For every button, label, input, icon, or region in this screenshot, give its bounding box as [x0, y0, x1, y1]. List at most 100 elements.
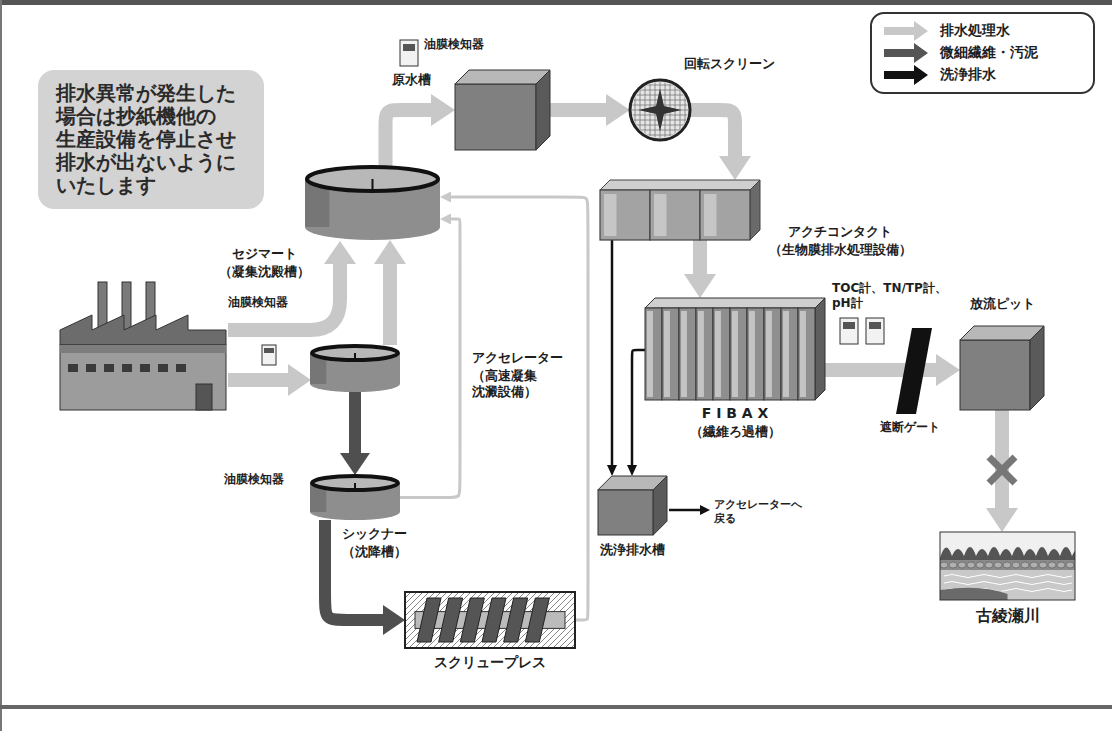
press-flight: [482, 598, 506, 642]
wave: [944, 582, 1072, 585]
tank-rim: [312, 476, 398, 490]
bottom-rule: [0, 705, 1112, 709]
filter-panel: [798, 308, 815, 400]
cube-front: [455, 84, 536, 150]
bank-stone: [1066, 562, 1074, 568]
bank-stone: [1057, 562, 1065, 568]
node-label: （高速凝集 沈澱設備）: [472, 368, 554, 401]
water-quality-meter: [869, 322, 881, 329]
bank-stone: [985, 562, 993, 568]
legend-box: 排水処理水微細繊維・汚泥洗浄排水: [870, 12, 1095, 94]
node-label: 洗浄排水槽: [592, 542, 672, 558]
filter-panel: [781, 308, 798, 400]
wave: [944, 575, 1072, 578]
node-label: 回転スクリーン: [684, 56, 794, 72]
legend-text: 微細繊維・汚泥: [940, 44, 1038, 62]
unit-panel: [700, 190, 750, 240]
discharge-pit: 放流ピット: [960, 326, 1044, 410]
settling-tank-shape: [305, 166, 440, 240]
bank-stone: [949, 562, 957, 568]
factory-illustration: [176, 364, 186, 372]
cube-side: [653, 476, 667, 535]
screw-press: スクリュープレス: [405, 592, 575, 648]
water-quality-meter: [866, 318, 884, 344]
factory-outflow-arrow: [324, 241, 356, 264]
filter-light: [698, 311, 704, 397]
oil-film-detector: [264, 348, 274, 353]
screen-hub: [638, 88, 681, 131]
cube-front: [960, 340, 1030, 410]
return-arrow: [700, 505, 710, 515]
notice-text: 排水異常が発生した 場合は抄紙機他の 生産設備を停止させ 排水が出ないように い…: [56, 82, 246, 197]
screen-rim: [630, 80, 690, 140]
press-frame: [405, 592, 575, 648]
river-picture: 古綾瀬川: [940, 532, 1075, 600]
node-label: （生物膜排水処理設備）: [765, 242, 915, 258]
factory-outflow-arrow: [228, 373, 288, 387]
legend-arrow: [884, 43, 928, 63]
blocked-mark: [989, 457, 1015, 483]
node-label: （凝集沈殿槽）: [214, 264, 314, 280]
discharge-pit-shape: [960, 326, 1044, 410]
near-bank: [940, 588, 1008, 600]
filter-panel: [730, 308, 747, 400]
factory-illustration: [104, 364, 114, 372]
unit-top: [600, 180, 760, 190]
node-label: スクリュープレス: [405, 654, 575, 672]
water-quality-meter: [840, 318, 884, 344]
node-label: 放流ピット: [950, 296, 1054, 312]
fiber-filter-shape: [645, 298, 825, 400]
press-flight: [417, 598, 441, 642]
rotary-screen-shape: [630, 80, 690, 140]
treated-water-arrow: [693, 240, 707, 274]
filter-panel: [713, 308, 730, 400]
screen-drum: [630, 80, 690, 140]
bank-stone: [1021, 562, 1029, 568]
node-label: シックナー: [342, 526, 432, 542]
treated-water-arrow: [386, 110, 432, 166]
screen-mesh: [630, 80, 690, 140]
water-quality-meter: [840, 318, 858, 344]
meter-label: TOC計、TN/TP計、 pH計: [832, 281, 950, 311]
bank-stone: [1048, 562, 1056, 568]
return-water-line: [451, 197, 588, 620]
filter-light: [749, 311, 755, 397]
water-quality-meter: [843, 322, 855, 329]
fiber-filter: F I B A X（繊維ろ過槽）: [645, 298, 825, 400]
node-label: アクチコンタクト: [765, 224, 915, 240]
water: [940, 570, 1075, 600]
factory-outflow-arrow: [288, 364, 311, 396]
thickener-tank-shape: [310, 475, 400, 520]
tree-line: [940, 547, 1075, 562]
return-label: アクセレーターへ 戻る: [714, 498, 809, 526]
sludge-arrow: [349, 392, 361, 453]
picture-frame: [940, 532, 1075, 600]
unit-light: [704, 194, 717, 236]
press-flight: [525, 598, 549, 642]
factory-illustration: [60, 282, 226, 410]
factory-illustration: [196, 384, 212, 410]
bank-stone: [958, 562, 966, 568]
return-water-line: [400, 219, 460, 498]
wash-water-line: [611, 240, 614, 465]
detector-label: 油膜検知器: [224, 472, 304, 487]
filter-panel: [747, 308, 764, 400]
return-arrow: [669, 505, 710, 515]
legend-arrow: [884, 65, 928, 85]
tank-rake: [354, 483, 356, 488]
press-flight: [439, 598, 463, 642]
factory-illustration: [86, 364, 96, 372]
settling-tank: セジマート（凝集沈殿槽）: [305, 166, 440, 240]
rotary-screen: 回転スクリーン: [630, 80, 690, 140]
factory-illustration: [60, 315, 226, 345]
node-label: セジマート: [214, 246, 314, 262]
cube-top: [455, 70, 550, 84]
cube-side: [1030, 326, 1044, 410]
bank-stone: [1012, 562, 1020, 568]
cube-side: [536, 70, 550, 150]
legend-text: 洗浄排水: [940, 66, 996, 84]
legend-row: 微細繊維・汚泥: [884, 42, 1081, 64]
unit-light: [654, 194, 667, 236]
accelerator-tank: アクセレーター（高速凝集 沈澱設備）: [310, 345, 400, 392]
tank-rake: [354, 353, 356, 358]
